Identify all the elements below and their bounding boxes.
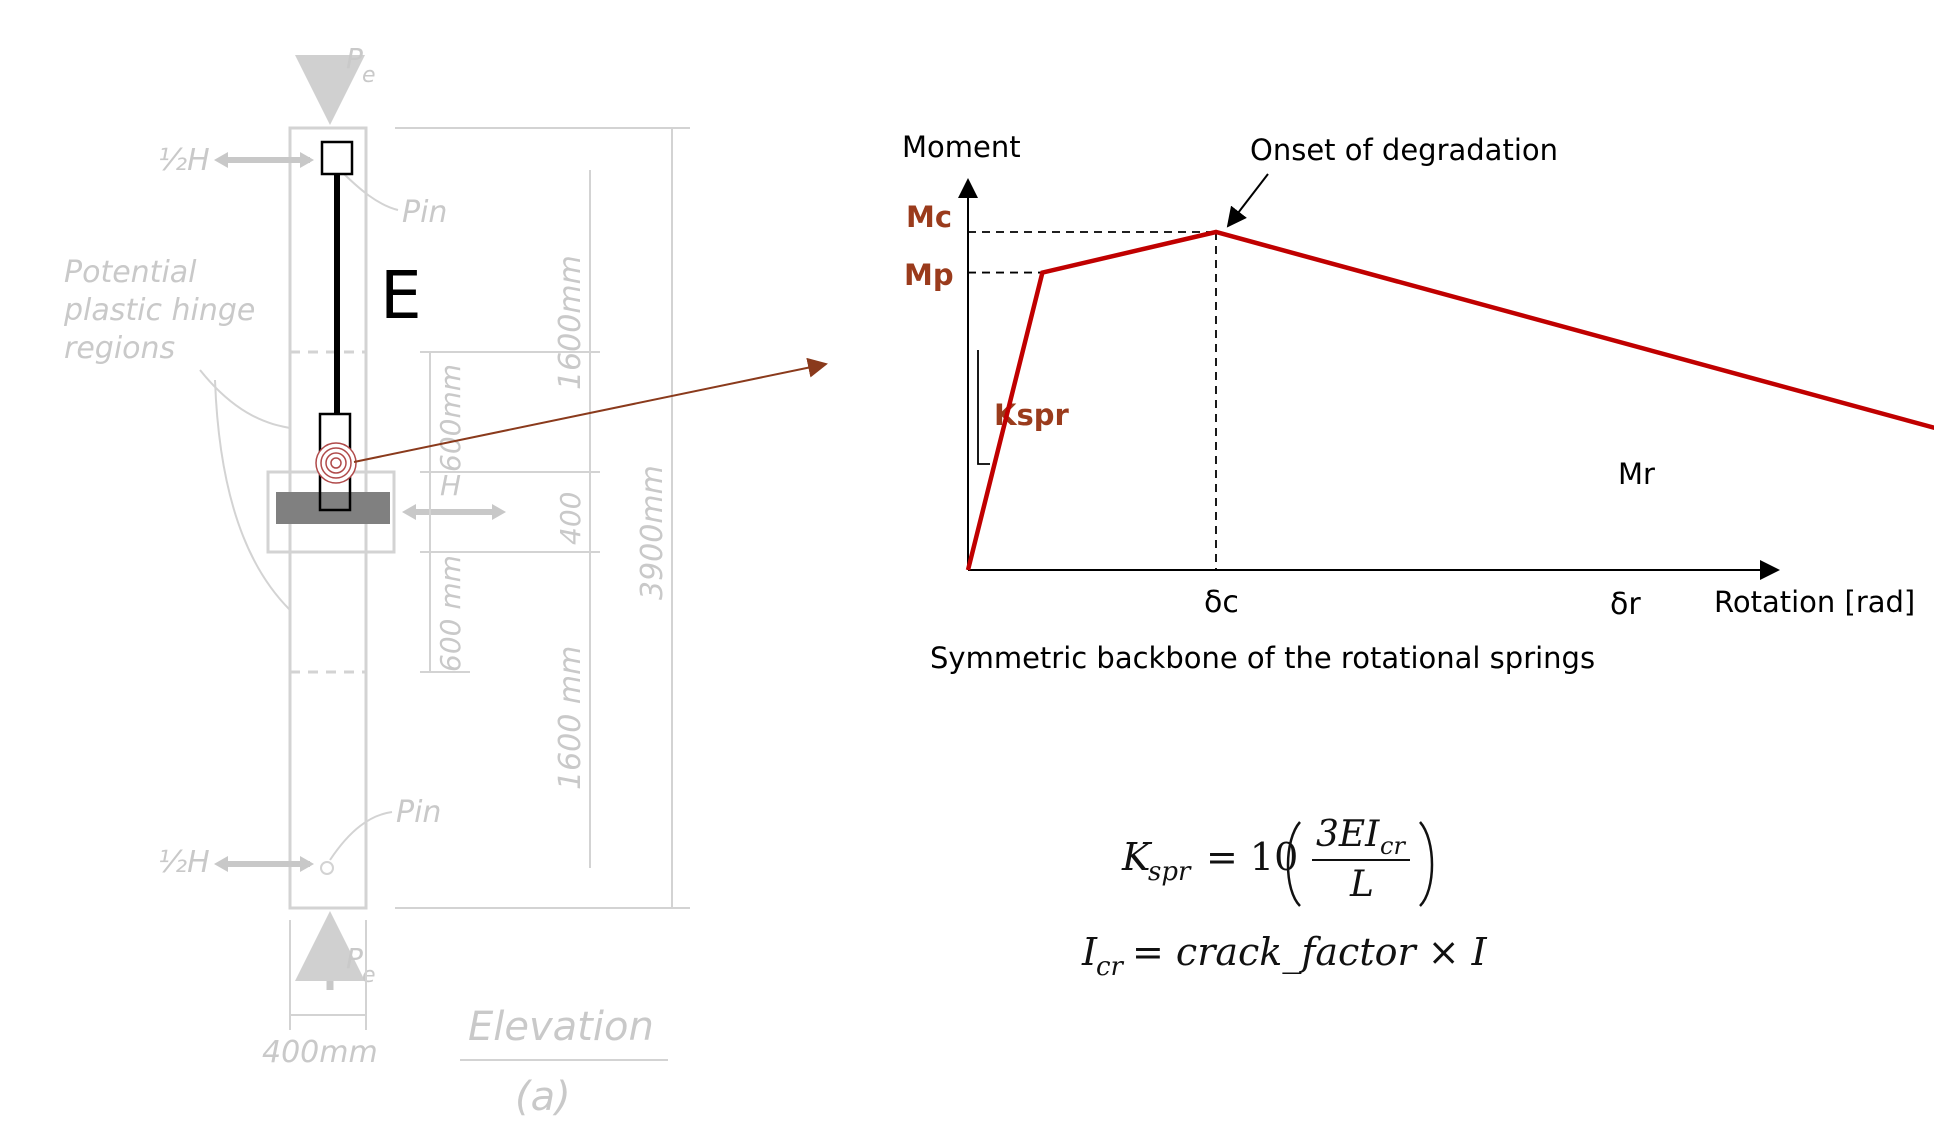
stub-base xyxy=(276,492,390,524)
eq2-rhs: = crack_factor × I xyxy=(1132,930,1488,975)
y-axis-label: Moment xyxy=(902,130,1021,164)
x-axis-label: Rotation [rad] xyxy=(1714,585,1915,619)
mp-label: Mp xyxy=(904,258,954,292)
element-label: E xyxy=(380,257,422,334)
equation-kspr: K spr = 10 3EI cr L xyxy=(1121,814,1434,907)
eq2-lhs-sub: cr xyxy=(1096,952,1125,982)
dc-tick-label: δc xyxy=(1204,585,1239,620)
top-node xyxy=(320,140,354,176)
dim-600-bottom: 600 mm xyxy=(434,555,467,672)
top-load-label: P xyxy=(346,42,363,75)
pin-top-label: Pin xyxy=(402,195,447,230)
bottom-load-sub: e xyxy=(362,963,376,988)
equations: K spr = 10 3EI cr L I cr = crack_factor … xyxy=(1081,814,1488,982)
equation-icr: I cr = crack_factor × I xyxy=(1081,930,1488,982)
spring-icon xyxy=(315,442,357,484)
eq1-lhs-sub: spr xyxy=(1148,857,1192,887)
dim-600-top: 600mm xyxy=(434,364,467,472)
backbone-chart: Moment Rotation [rad] Kspr Mc Mp Mr δc δ… xyxy=(902,130,1934,675)
half-h-top-label: ½H xyxy=(158,143,210,178)
backbone-series-line xyxy=(965,229,1934,571)
elevation-caption: Elevation xyxy=(468,1004,654,1050)
dim-1600-top: 1600mm xyxy=(553,255,588,390)
eq2-lhs: I xyxy=(1081,930,1098,974)
bottom-load-label: P xyxy=(346,942,363,975)
top-load-sub: e xyxy=(362,63,376,88)
chart-caption: Symmetric backbone of the rotational spr… xyxy=(930,641,1595,675)
dim-width: 400mm xyxy=(262,1035,378,1070)
eq1-lhs: K xyxy=(1121,835,1153,879)
stiffness-bracket xyxy=(977,350,990,465)
eq1-equals: = 10 xyxy=(1206,835,1298,879)
annotation-arrow xyxy=(1226,173,1269,228)
link-arrow xyxy=(353,357,828,463)
elevation-sketch: P e P e ½H ½H H Pin Pin Potential plasti… xyxy=(63,42,690,1120)
elevation-caption-sub: (a) xyxy=(515,1074,571,1120)
half-h-bottom-label: ½H xyxy=(158,845,210,880)
hinge-label-line2: plastic hinge xyxy=(63,293,255,328)
hinge-label-line3: regions xyxy=(64,331,175,366)
degradation-annotation: Onset of degradation xyxy=(1250,133,1558,167)
dr-tick-label: δr xyxy=(1610,587,1641,622)
mc-label: Mc xyxy=(906,200,952,234)
eq1-denominator: L xyxy=(1349,864,1374,905)
eq1-numerator: 3EI xyxy=(1316,814,1380,855)
pin-bottom-label: Pin xyxy=(396,795,441,830)
eq1-right-paren xyxy=(1419,821,1434,907)
model-overlay: E xyxy=(315,140,828,512)
pin-bottom-symbol xyxy=(320,861,334,875)
hinge-label-line1: Potential xyxy=(64,255,197,290)
mr-label: Mr xyxy=(1618,457,1655,491)
h-load-label: H xyxy=(440,469,461,502)
eq1-numerator-sub: cr xyxy=(1380,832,1406,860)
dim-400: 400 xyxy=(554,492,587,545)
dim-1600-bottom: 1600 mm xyxy=(553,646,588,790)
dim-3900: 3900mm xyxy=(635,465,670,600)
eq1-left-paren xyxy=(1286,821,1301,907)
